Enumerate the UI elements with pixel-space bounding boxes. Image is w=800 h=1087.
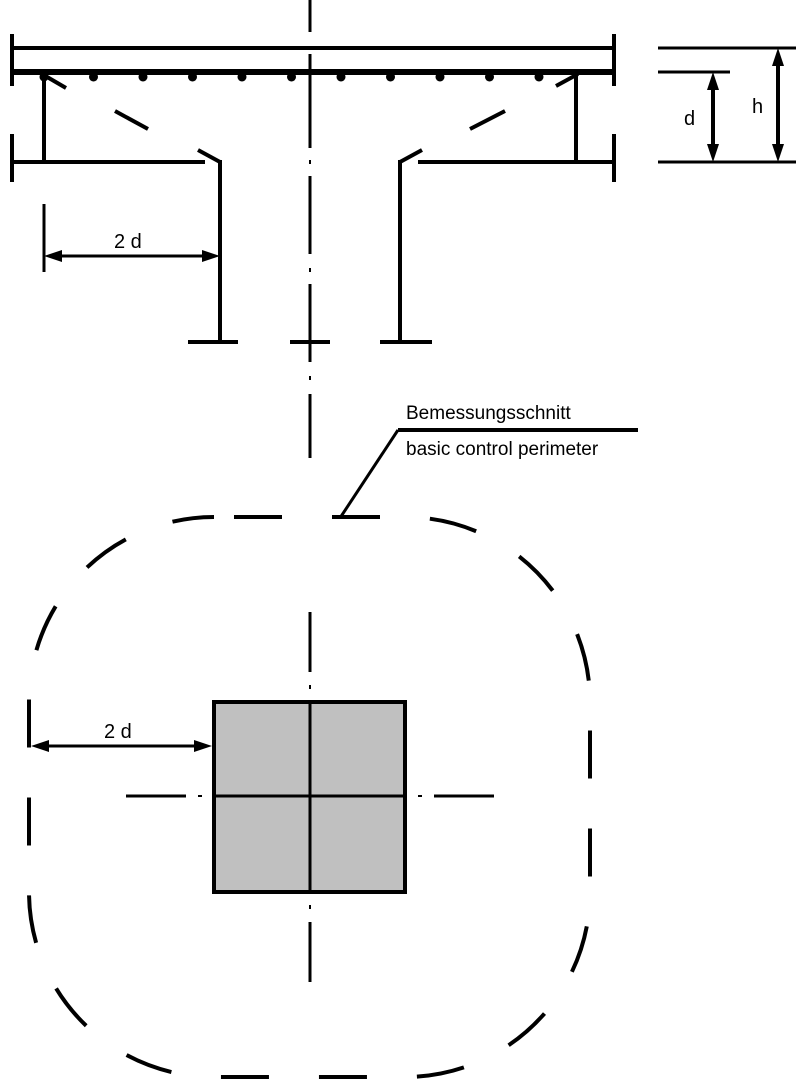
rebar-dot bbox=[89, 72, 98, 82]
plan-2d-arrow-left bbox=[31, 740, 49, 752]
section-2d-arrow-right bbox=[202, 250, 220, 262]
punching-cone-dash-left-1 bbox=[40, 72, 68, 90]
rebar-dot bbox=[435, 72, 445, 82]
plan-2d-arrow-right bbox=[194, 740, 212, 752]
rebar-dot bbox=[237, 72, 247, 82]
column-chamfer-right bbox=[399, 148, 423, 164]
callout-label-english: basic control perimeter bbox=[406, 439, 599, 460]
rebar-dot bbox=[138, 72, 148, 82]
column-chamfer-left bbox=[197, 148, 221, 164]
punching-cone-dash-right-2 bbox=[555, 72, 579, 88]
rebar-dot bbox=[534, 72, 544, 82]
rebar-dot bbox=[287, 72, 296, 82]
d-arrow-bottom bbox=[707, 144, 719, 162]
rebar-dot bbox=[485, 72, 494, 82]
section-view bbox=[10, 0, 796, 458]
section-2d-label: 2 d bbox=[114, 231, 142, 253]
h-arrow-bottom bbox=[772, 144, 784, 162]
rebar-dots bbox=[39, 72, 544, 82]
rebar-dot bbox=[386, 72, 395, 82]
rebar-dot bbox=[336, 72, 346, 82]
punching-cone-dash-right-1 bbox=[469, 109, 506, 131]
h-label: h bbox=[752, 96, 763, 118]
plan-2d-label: 2 d bbox=[104, 721, 132, 743]
d-label: d bbox=[684, 108, 695, 130]
perimeter-callout bbox=[338, 428, 638, 519]
callout-label-german: Bemessungsschnitt bbox=[406, 403, 571, 424]
plan-view bbox=[27, 515, 592, 1079]
h-arrow-top bbox=[772, 48, 784, 66]
punching-cone-dash-left-2 bbox=[114, 109, 149, 131]
d-arrow-top bbox=[707, 72, 719, 90]
callout-leader-line bbox=[338, 429, 400, 519]
section-2d-arrow-left bbox=[44, 250, 62, 262]
basic-control-perimeter bbox=[27, 515, 592, 1079]
rebar-dot bbox=[188, 72, 197, 82]
